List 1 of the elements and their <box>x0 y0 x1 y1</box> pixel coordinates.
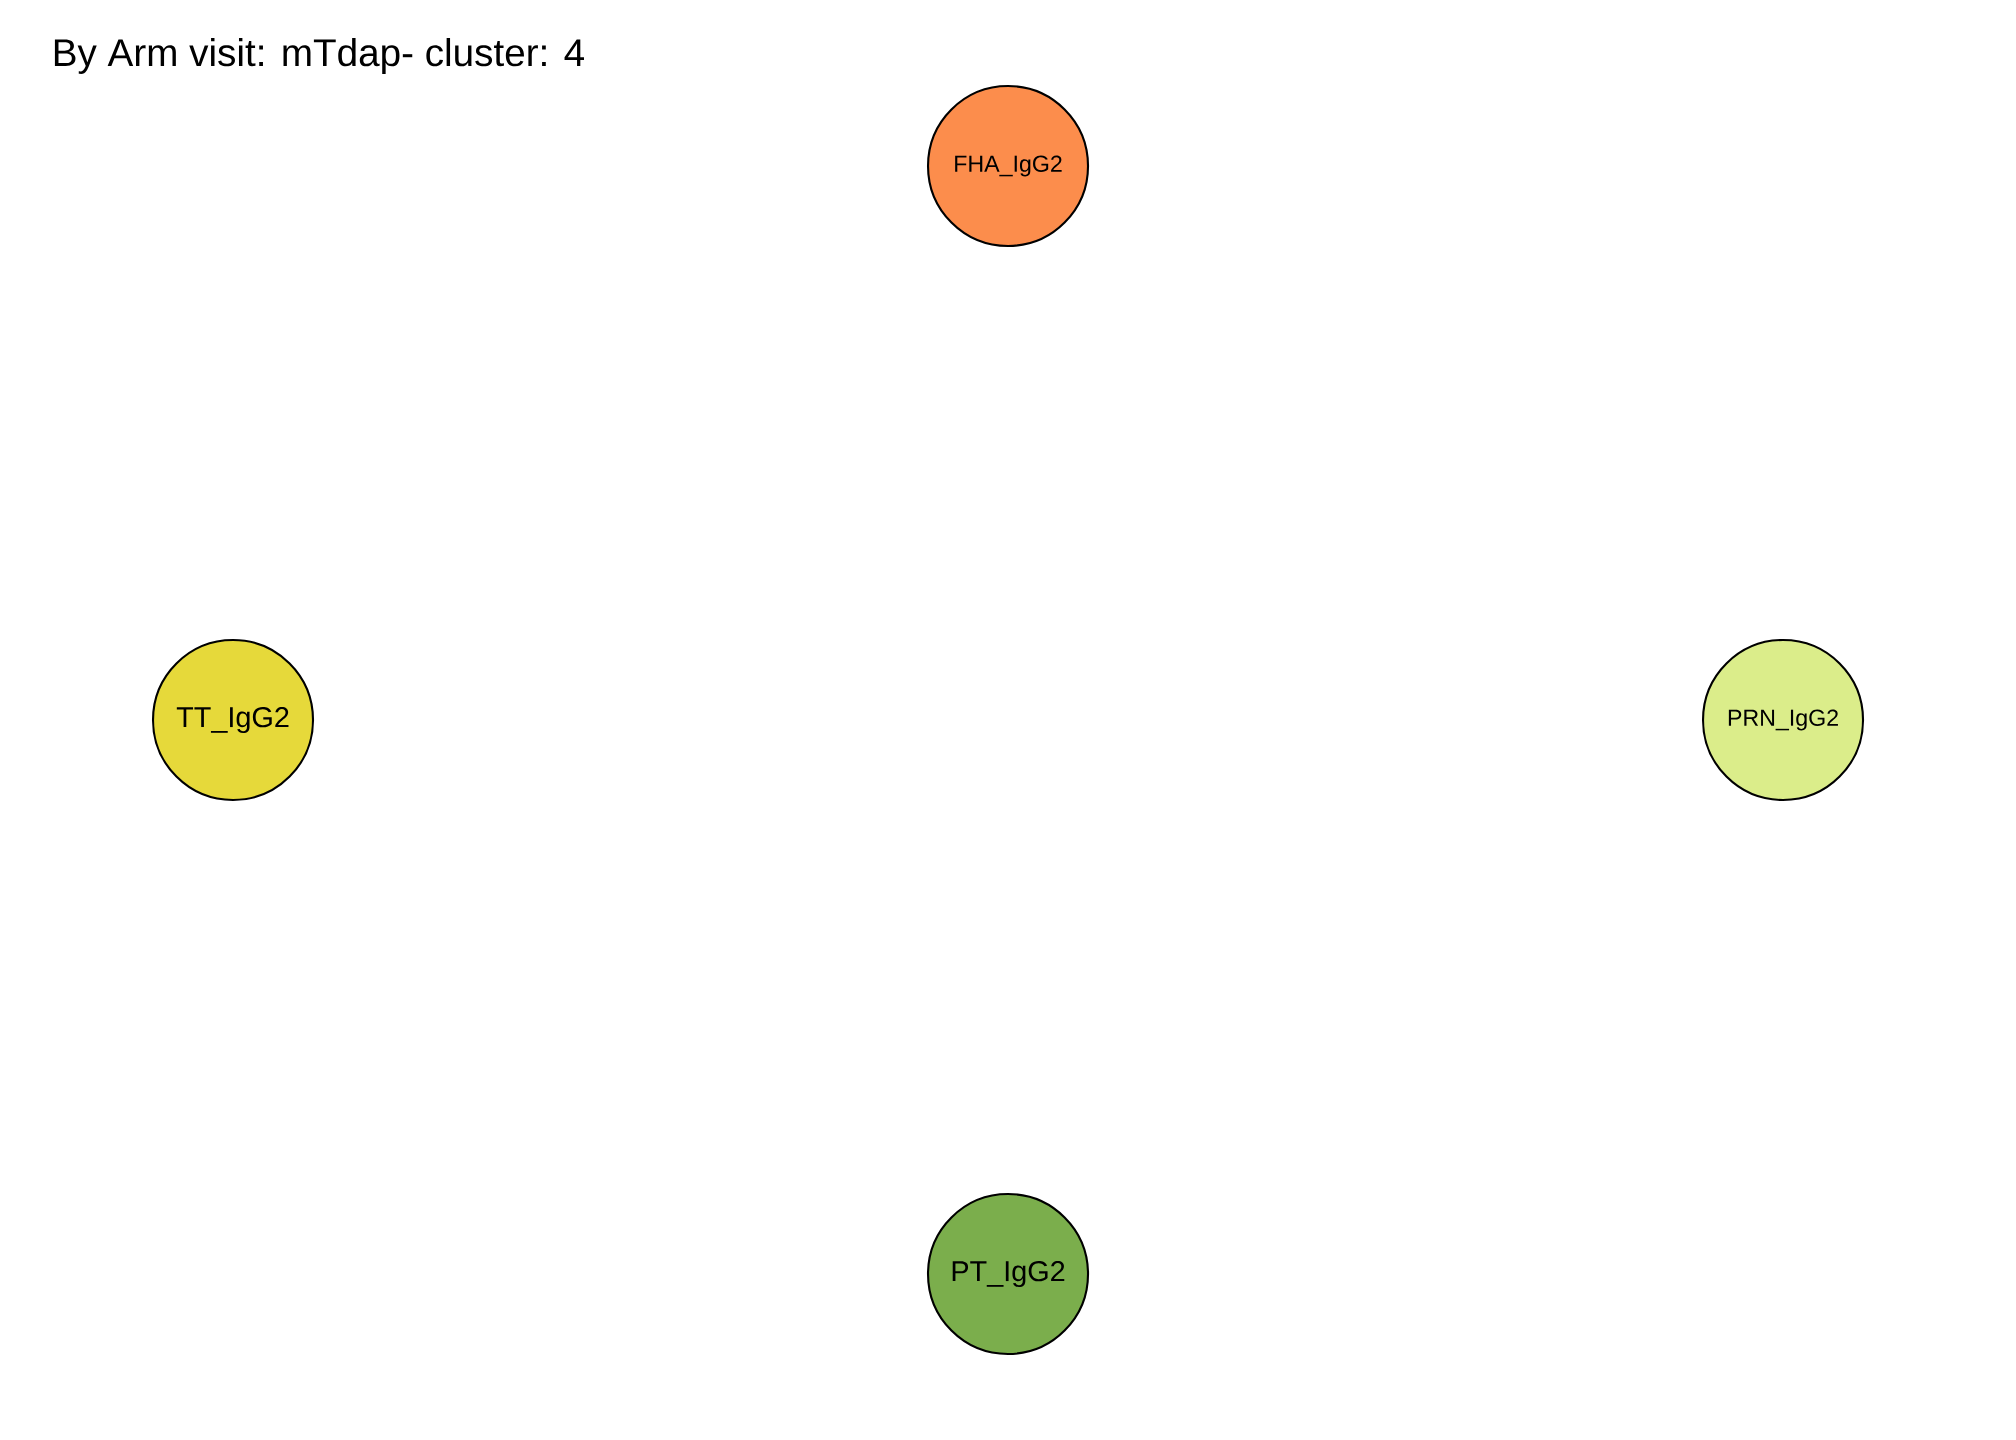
title: By Arm visit: mTdap- cluster: 4 <box>54 38 584 74</box>
